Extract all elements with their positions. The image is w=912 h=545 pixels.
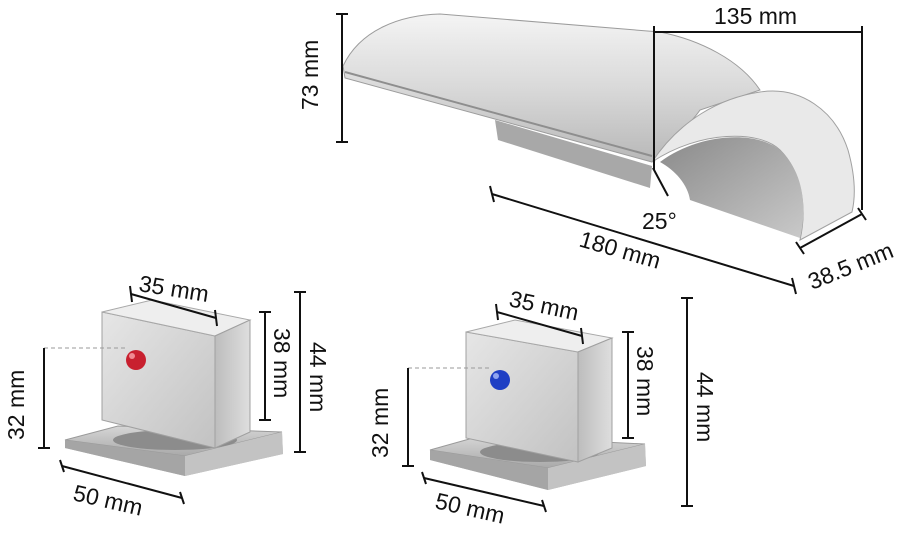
cold-indicator-height-dimension: 32 mm [367,367,492,467]
cold-cube-height-dimension: 38 mm [622,331,658,439]
spout-illustration [342,13,855,241]
cold-handle-illustration [429,319,646,490]
cold-indicator-height-label: 32 mm [367,388,393,458]
hot-indicator-height-dimension: 32 mm [3,347,128,449]
spout-height-dimension: 73 mm [297,13,348,143]
spout-height-label: 73 mm [297,40,323,110]
cold-indicator-dot [490,370,510,390]
cold-total-height-label: 44 mm [692,372,718,442]
hot-cube-height-dimension: 38 mm [259,311,295,421]
spout-angle-dimension: 25° [642,167,677,234]
cold-top-width-label: 35 mm [507,285,581,325]
hot-indicator-dot [126,350,146,370]
cold-cube-height-label: 38 mm [632,346,658,416]
spout-depth-label: 38.5 mm [804,237,897,295]
hot-cube-height-label: 38 mm [269,328,295,398]
hot-total-height-dimension: 44 mm [294,291,331,453]
hot-total-height-label: 44 mm [305,342,331,412]
cold-total-height-dimension: 44 mm [681,297,718,507]
cold-base-width-label: 50 mm [433,488,507,529]
hot-handle-illustration [64,299,283,476]
spout-angle-label: 25° [642,208,677,234]
spout-outlet-width-dimension: 135 mm [653,3,863,210]
hot-indicator-height-label: 32 mm [3,370,29,440]
spout-outlet-width-label: 135 mm [714,3,797,29]
